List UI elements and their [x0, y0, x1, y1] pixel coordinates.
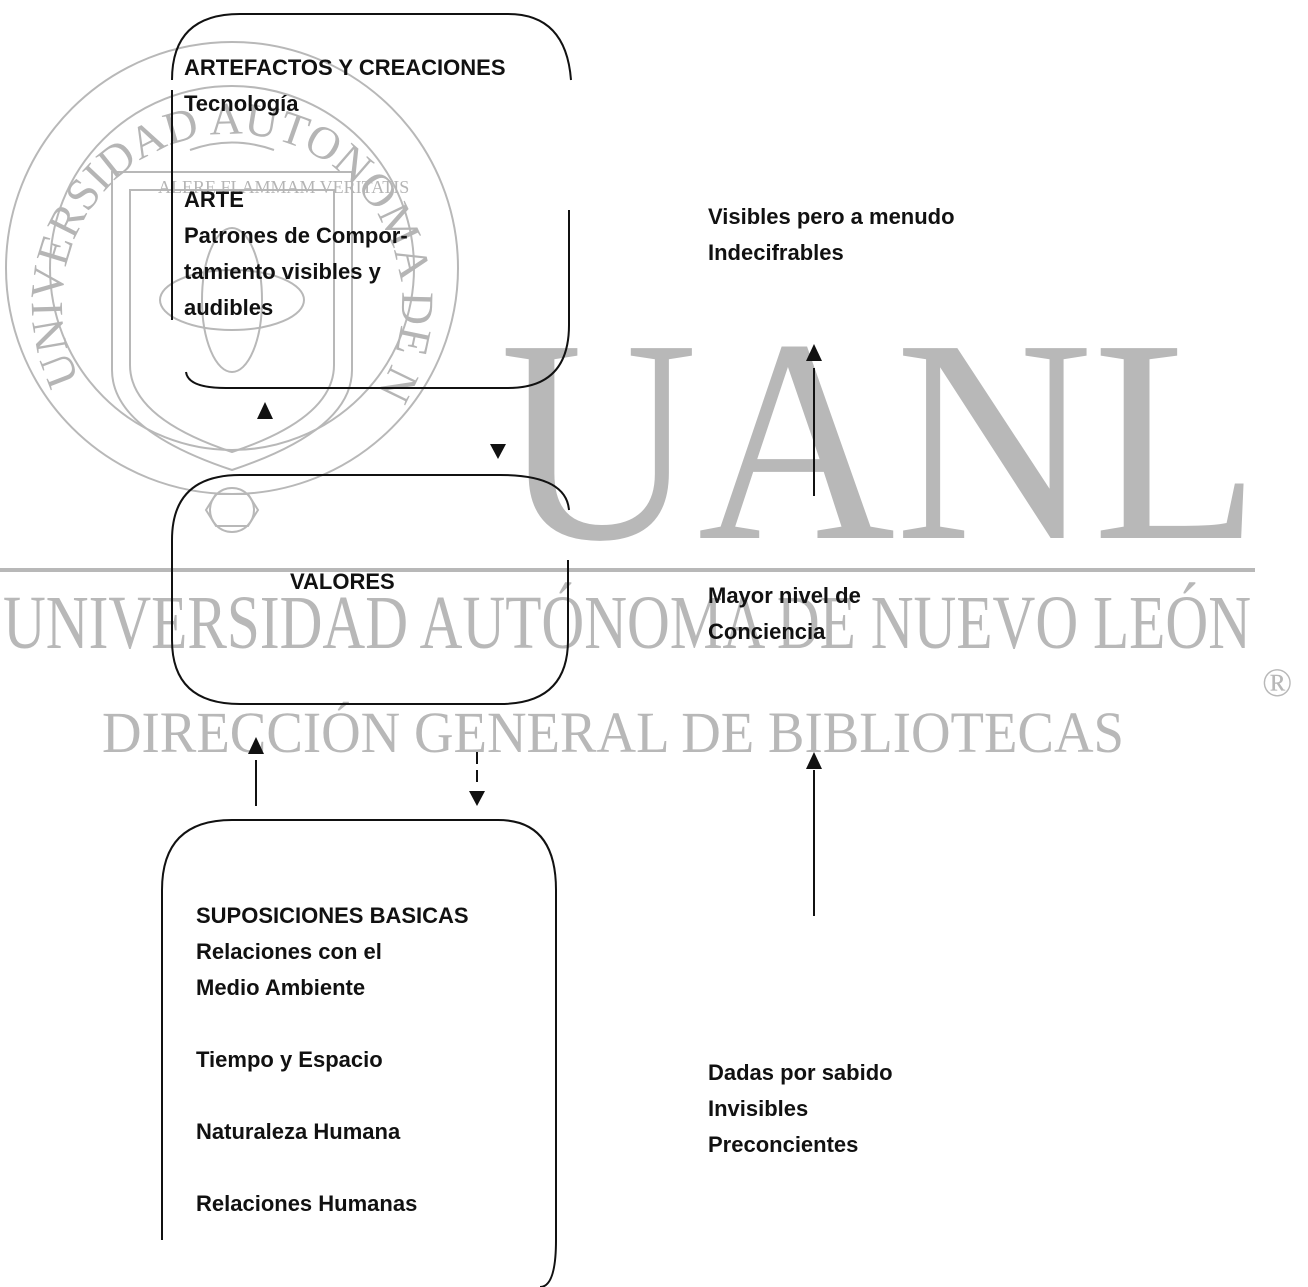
- arrow-down-to-values: [490, 444, 506, 459]
- label-taken-line-2: Invisibles: [708, 1096, 809, 1121]
- assumptions-line-4: Naturaleza Humana: [196, 1119, 401, 1144]
- assumptions-line-1: Relaciones con el: [196, 939, 382, 964]
- watermark-rule: [0, 568, 1255, 572]
- artifacts-patterns-line-2: tamiento visibles y: [184, 259, 381, 284]
- box-artifacts-top: [171, 13, 572, 81]
- values-title: VALORES: [290, 569, 395, 594]
- assumptions-title: SUPOSICIONES BASICAS: [196, 903, 469, 928]
- assumptions-line-2: Medio Ambiente: [196, 975, 366, 1000]
- label-visible-line-1: Visibles pero a menudo: [708, 204, 955, 229]
- watermark-big-letters: UANL: [500, 280, 1260, 601]
- box-artifacts-bottom: [185, 210, 570, 389]
- label-taken-line-1: Dadas por sabido: [708, 1060, 893, 1085]
- arrow-down-to-assumptions: [469, 791, 485, 806]
- assumptions-line-5: Relaciones Humanas: [196, 1191, 418, 1216]
- assumptions-line-3: Tiempo y Espacio: [196, 1047, 383, 1072]
- label-visible-line-2: Indecifrables: [708, 240, 844, 265]
- artifacts-technology: Tecnología: [184, 91, 299, 116]
- label-awareness-line-1: Mayor nivel de: [708, 583, 861, 608]
- watermark-university-name: UNIVERSIDAD AUTÓNOMA DE NUEVO LEÓN: [3, 581, 1251, 665]
- watermark-directorate: DIRECCIÓN GENERAL DE BIBLIOTECAS: [102, 700, 1124, 765]
- box-values-body: [171, 540, 569, 705]
- artifacts-title: ARTEFACTOS Y CREACIONES: [184, 55, 506, 80]
- arrow-up-awareness: [806, 752, 822, 769]
- label-taken-line-3: Preconcientes: [708, 1132, 859, 1157]
- artifacts-patterns-line-3: audibles: [184, 295, 274, 320]
- watermark-registered-mark: ®: [1262, 660, 1292, 705]
- arrow-up-to-artifacts: [257, 402, 273, 419]
- label-awareness-line-2: Conciencia: [708, 619, 826, 644]
- university-seal: [5, 41, 459, 533]
- box-assumptions-body: [161, 819, 557, 1287]
- arrow-up-visible: [806, 344, 822, 361]
- box-values-top: [171, 474, 570, 541]
- artifacts-art: ARTE: [184, 187, 244, 212]
- arrow-up-to-values: [248, 737, 264, 754]
- seal-motto: ALERE FLAMMAM VERITATIS: [158, 177, 409, 197]
- artifacts-patterns-line-1: Patrones de Compor-: [184, 223, 408, 248]
